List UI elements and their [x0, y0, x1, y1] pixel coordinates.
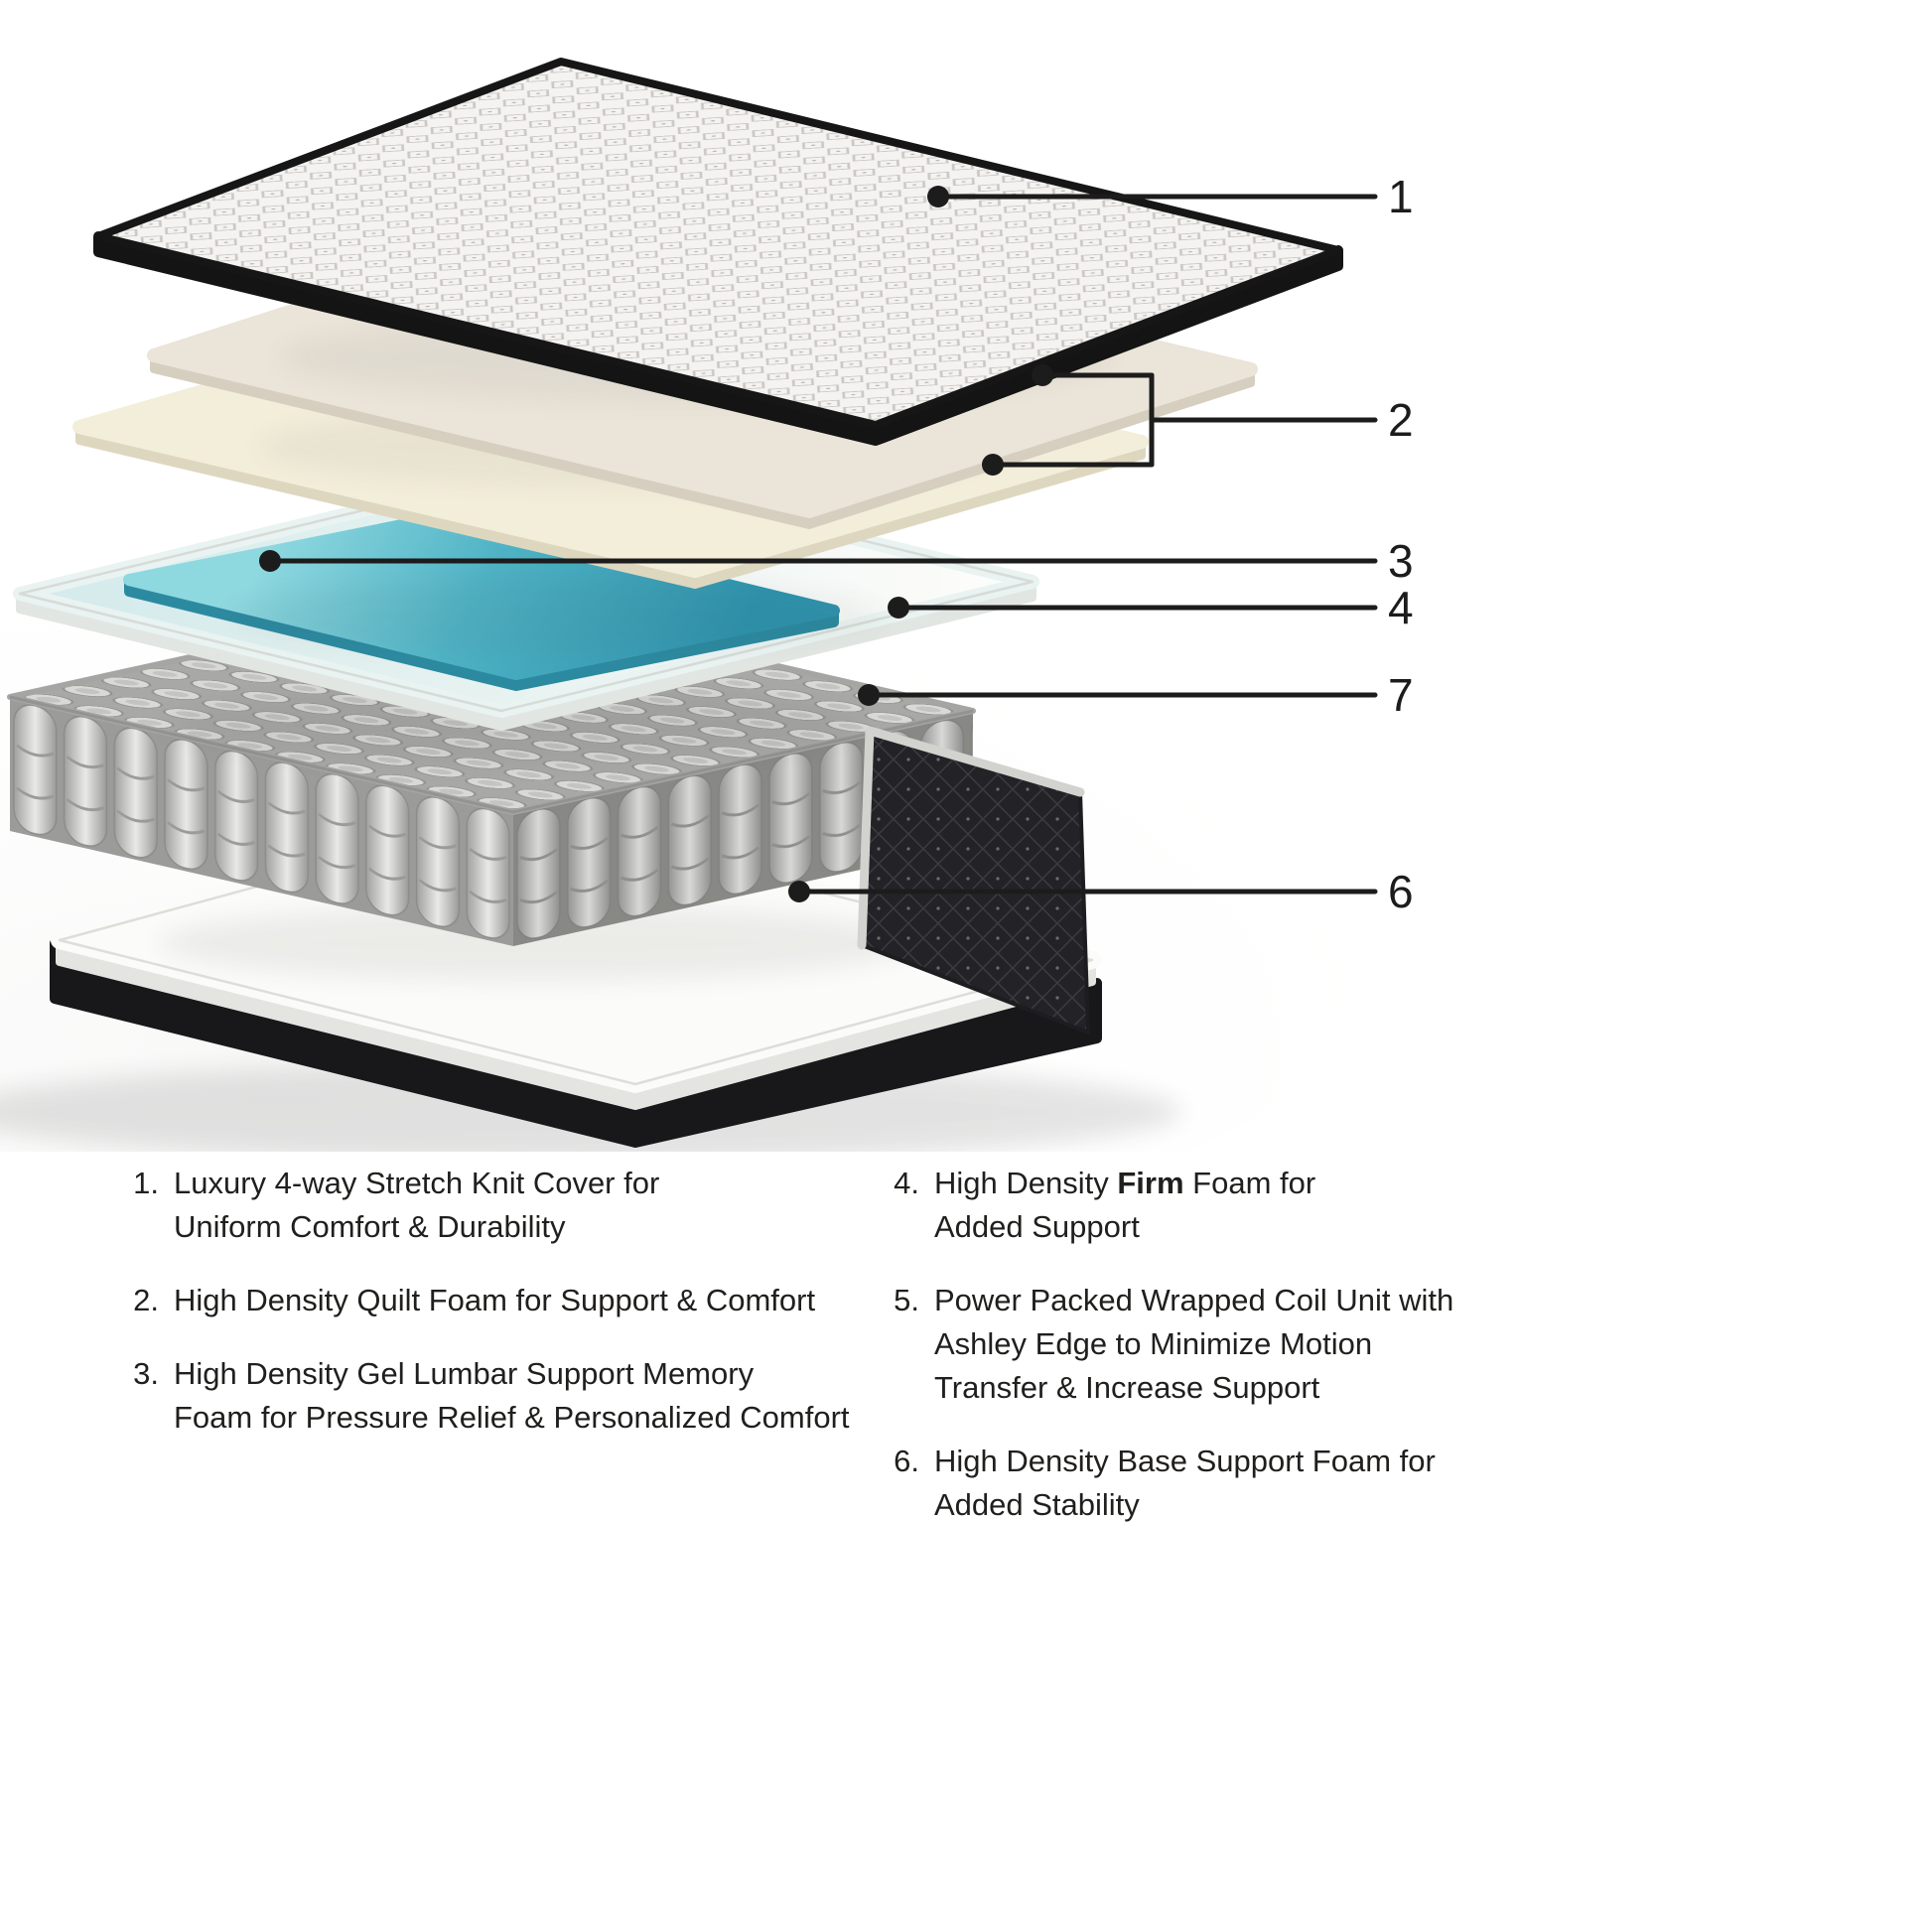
- legend-line: Added Support: [934, 1209, 1140, 1244]
- legend-line: High Density Gel Lumbar Support Memory: [174, 1356, 755, 1391]
- legend-line: High Density Quilt Foam for Support & Co…: [174, 1283, 816, 1317]
- callout-number-4: 4: [1388, 582, 1414, 633]
- callout-number-3: 3: [1388, 535, 1414, 587]
- legend-number-1: 1.: [133, 1166, 159, 1200]
- legend-line: Transfer & Increase Support: [934, 1370, 1320, 1405]
- callout-dot-3: [259, 550, 281, 572]
- firm-foam-outline: [18, 463, 1035, 713]
- coil-unit-front-face: [10, 697, 513, 946]
- legend-item-6: 6. High Density Base Support Foam for Ad…: [878, 1440, 1453, 1527]
- legend-line-part: High Density: [934, 1166, 1118, 1200]
- callout-number-6: 6: [1388, 866, 1414, 917]
- legend-item-3: 3. High Density Gel Lumbar Support Memor…: [117, 1352, 850, 1440]
- callout-dot-2a: [1032, 364, 1053, 386]
- legend-text-2: High Density Quilt Foam for Support & Co…: [174, 1279, 815, 1322]
- legend-text-6: High Density Base Support Foam for Added…: [934, 1440, 1436, 1527]
- legend-line: Power Packed Wrapped Coil Unit with: [934, 1283, 1454, 1317]
- legend-number-6: 6.: [894, 1444, 919, 1478]
- legend-line-bold: Firm: [1117, 1166, 1184, 1200]
- knit-cover-layer: [94, 58, 1342, 429]
- legend-item-1: 1. Luxury 4-way Stretch Knit Cover for U…: [117, 1162, 850, 1249]
- legend-text-4: High Density Firm Foam for Added Support: [934, 1162, 1315, 1249]
- legend-item-5: 5. Power Packed Wrapped Coil Unit with A…: [878, 1279, 1453, 1410]
- legend-text-3: High Density Gel Lumbar Support Memory F…: [174, 1352, 850, 1440]
- legend-item-2: 2. High Density Quilt Foam for Support &…: [117, 1279, 850, 1322]
- legend-text-5: Power Packed Wrapped Coil Unit with Ashl…: [934, 1279, 1453, 1410]
- legend-number-3: 3.: [133, 1356, 159, 1391]
- legend-line: Uniform Comfort & Durability: [174, 1209, 566, 1244]
- legend-text-1: Luxury 4-way Stretch Knit Cover for Unif…: [174, 1162, 659, 1249]
- callout-number-2: 2: [1388, 394, 1414, 446]
- legend-number-5: 5.: [894, 1283, 919, 1317]
- coil-unit-right-face: [513, 711, 973, 946]
- callout-dot-7: [858, 684, 880, 706]
- coil-unit-edge: [9, 695, 974, 814]
- legend-line: Luxury 4-way Stretch Knit Cover for: [174, 1166, 660, 1200]
- callout-dot-6: [788, 881, 810, 902]
- sheet-shadow-on-gel: [228, 578, 884, 653]
- callout-dots: [259, 186, 1053, 902]
- mattress-exploded-diagram: 1 2 3 4 7 6: [0, 58, 1430, 1152]
- coil-shadow-on-base: [159, 905, 913, 981]
- callout-number-1: 1: [1388, 171, 1414, 222]
- callout-dot-1: [927, 186, 949, 207]
- coil-unit-right-shade: [513, 711, 973, 946]
- legend-line-part: Foam for: [1183, 1166, 1316, 1200]
- legend-column-right: 4. High Density Firm Foam for Added Supp…: [878, 1162, 1453, 1557]
- legend-item-4: 4. High Density Firm Foam for Added Supp…: [878, 1162, 1453, 1249]
- legend-line: High Density Base Support Foam for: [934, 1444, 1436, 1478]
- callout-number-7: 7: [1388, 669, 1414, 721]
- callouts: [267, 194, 1378, 895]
- callout-dot-2b: [982, 454, 1004, 476]
- legend-number-4: 4.: [894, 1166, 919, 1200]
- legend-line: Added Stability: [934, 1487, 1140, 1522]
- legend-line: Foam for Pressure Relief & Personalized …: [174, 1400, 850, 1435]
- callout-dot-4: [888, 597, 909, 619]
- legend-line: High Density Firm Foam for: [934, 1166, 1315, 1200]
- legend-column-left: 1. Luxury 4-way Stretch Knit Cover for U…: [117, 1162, 850, 1469]
- legend-line: Ashley Edge to Minimize Motion: [934, 1326, 1373, 1361]
- callout-numbers: 1 2 3 4 7 6: [1388, 171, 1414, 917]
- legend-number-2: 2.: [133, 1283, 159, 1317]
- edge-support-trim: [857, 726, 1085, 950]
